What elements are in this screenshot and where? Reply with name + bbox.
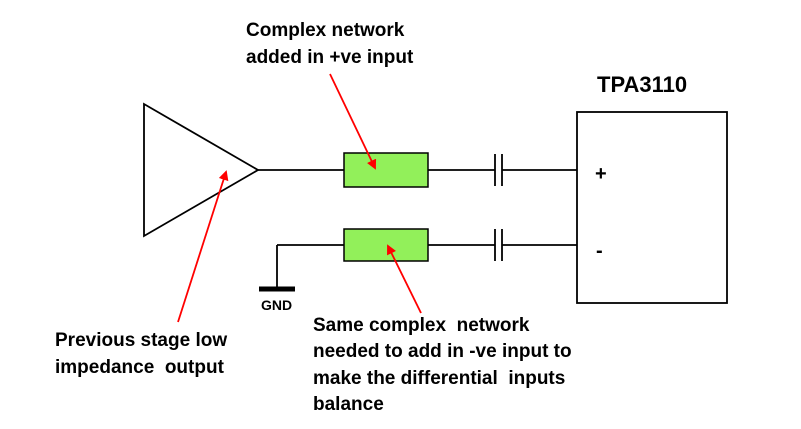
annotation-left-line1: Previous stage low bbox=[55, 330, 227, 351]
complex-network-negative bbox=[343, 228, 429, 262]
arrow-top bbox=[329, 73, 377, 170]
capacitor-positive bbox=[494, 154, 503, 186]
chip-title: TPA3110 bbox=[597, 72, 687, 97]
annotation-left-line2: impedance output bbox=[55, 357, 225, 378]
chip-minus-pin: - bbox=[596, 240, 603, 262]
arrow-left bbox=[177, 170, 229, 323]
capacitor-negative bbox=[494, 229, 503, 261]
annotation-bottom-line2: needed to add in -ve input to bbox=[313, 341, 572, 362]
ground-label: GND bbox=[261, 297, 292, 313]
chip-box bbox=[576, 111, 728, 304]
annotation-bottom-line4: balance bbox=[313, 394, 384, 415]
ground-symbol bbox=[259, 245, 295, 292]
arrow-bottom bbox=[387, 244, 422, 314]
annotation-left: Previous stage low impedance output bbox=[55, 330, 227, 378]
annotation-bottom-line1: Same complex network bbox=[313, 315, 530, 336]
complex-network-positive bbox=[343, 152, 429, 188]
annotation-bottom: Same complex network needed to add in -v… bbox=[313, 315, 572, 415]
annotation-top-line1: Complex network bbox=[246, 20, 405, 41]
annotation-top-line2: added in +ve input bbox=[246, 47, 414, 68]
annotation-bottom-line3: make the differential inputs bbox=[313, 368, 565, 389]
amplifier-triangle bbox=[143, 102, 260, 238]
annotation-top: Complex network added in +ve input bbox=[246, 20, 414, 68]
chip-plus-pin: + bbox=[595, 163, 607, 185]
